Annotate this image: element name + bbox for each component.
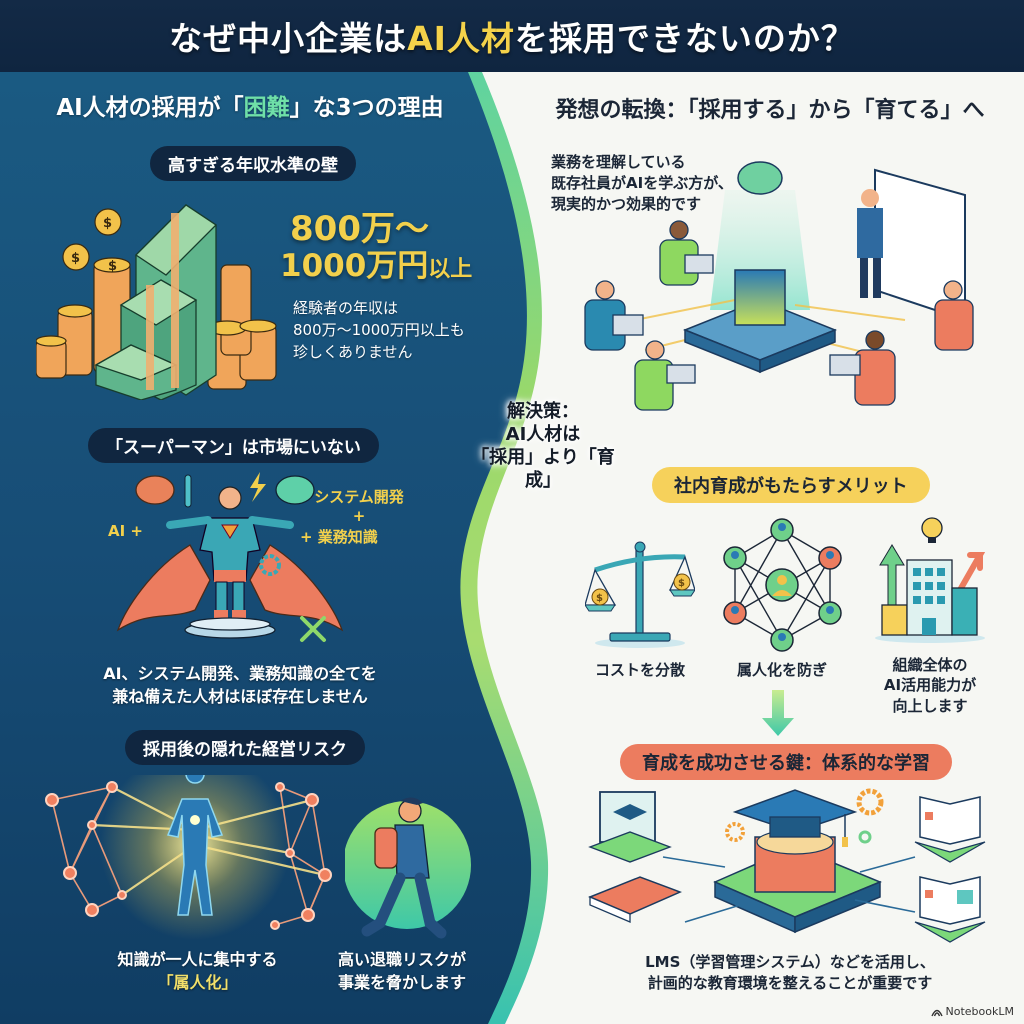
left-title-post: 」な3つの理由 [289,95,444,121]
leaving-employee-icon [345,797,471,939]
merit-label-cost: コストを分散 [594,661,685,679]
page-title: なぜ中小企業はAI人材を採用できないのか？ [169,12,855,60]
learning-desc-line: 計画的な教育環境を整えることが重要です [647,974,933,992]
svg-text:$: $ [678,578,685,589]
salary-highlight: 800万〜 1000万円以上 [280,209,473,285]
cross-icon [300,616,326,642]
left-title-pre: AI人材の採用が「 [56,95,244,121]
solution-callout-line: 「採用」より「育成」 [471,447,615,492]
network-icon [723,518,842,652]
lms-platform-icon [588,788,986,943]
money-stacks-icon: $ $ $ [36,204,277,400]
learning-desc-line: LMS（学習管理システム）などを活用し、 [645,953,935,971]
merits-heading: 社内育成がもたらすメリット [652,467,930,503]
label-system-text: システム開発 [314,488,404,506]
footer-brand: NotebookLM [930,1005,1014,1018]
merit-label-line: AI活用能力が [883,676,977,695]
right-panel-description: 業務を理解している 既存社員がAIを学ぶ方が、 現実的かつ効果的です [551,152,733,215]
knowledge-concentration-icon [45,775,332,940]
label-system-dev: システム開発 + [314,488,404,526]
left-panel-title: AI人材の採用が「困難」な3つの理由 [30,88,470,122]
label-ai: AI + [108,522,143,540]
reason-3-left-caption-highlight: 「属人化」 [157,973,238,993]
salary-amount: 1000万円 [280,248,429,285]
superhero-icon [116,472,344,639]
merit-label-org-capability: 組織全体の AI活用能力が 向上します [870,655,990,716]
reason-2-body-line: 兼ね備えた人材はほぼ存在しません [112,687,368,707]
label-business: + 業務知識 [300,528,378,546]
svg-text:$: $ [103,216,112,231]
right-panel-title: 発想の転換：「採用する」から「育てる」へ [555,98,985,123]
reason-2-body: AI、システム開発、業務知識の全てを 兼ね備えた人材はほぼ存在しません [60,662,420,708]
learning-description: LMS（学習管理システム）などを活用し、 計画的な教育環境を整えることが重要です [600,952,980,994]
scale-icon: $ $ [585,541,695,648]
reason-3-left-caption: 知識が一人に集中する 「属人化」 [105,948,290,994]
learning-heading: 育成を成功させる鍵：体系的な学習 [620,744,952,780]
reason-1-body-line: 800万〜1000万円以上も [293,320,465,339]
reason-3-heading: 採用後の隠れた経営リスク [125,730,365,765]
salary-line-1: 800万〜 [290,209,429,249]
merit-label-line: 向上します [892,696,968,715]
page-header: なぜ中小企業はAI人材を採用できないのか？ [0,0,1024,72]
svg-text:$: $ [71,251,80,266]
merit-label-line: 組織全体の [892,656,968,674]
arrow-down-icon [762,690,794,736]
solution-callout: 解決策： AI人材は 「採用」より「育成」 [458,400,628,492]
team-learning-ai-icon [584,161,974,411]
reason-2-body-line: AI、システム開発、業務知識の全てを [103,664,377,683]
building-growth-icon [875,517,985,643]
left-title-highlight: 困難 [243,95,290,121]
solution-callout-line: 解決策： [507,401,579,422]
right-desc-line: 現実的かつ効果的です [551,195,702,213]
svg-text:$: $ [108,259,117,274]
reason-3-right-caption-line: 高い退職リスクが [337,950,466,969]
title-text-post: を採用できないのか？ [514,19,855,58]
reason-1-body-line: 経験者の年収は [293,299,399,317]
salary-suffix: 以上 [428,257,473,283]
title-text-pre: なぜ中小企業は [169,19,408,58]
title-highlight: AI人材 [407,19,515,58]
merit-label-prevent-silo: 属人化を防ぎ [736,661,827,679]
notebooklm-logo-icon [930,1009,943,1016]
salary-line-2: 1000万円以上 [280,248,473,285]
brand-name: NotebookLM [945,1005,1014,1018]
reason-3-right-caption-line: 事業を脅かします [337,973,466,993]
reason-3-left-caption-line: 知識が一人に集中する [117,950,278,969]
right-desc-line: 既存社員がAIを学ぶ方が、 [551,174,733,192]
reason-1-heading: 高すぎる年収水準の壁 [150,146,356,181]
right-desc-line: 業務を理解している [551,153,686,171]
reason-1-body-line: 珍しくありません [293,342,413,361]
reason-2-heading: 「スーパーマン」は市場にいない [88,428,379,463]
label-plus: + [352,506,366,525]
solution-callout-line: AI人材は [505,424,581,446]
reason-1-body: 経験者の年収は 800万〜1000万円以上も 珍しくありません [293,298,465,363]
reason-3-right-caption: 高い退職リスクが 事業を脅かします [332,948,472,994]
svg-text:$: $ [596,593,603,604]
